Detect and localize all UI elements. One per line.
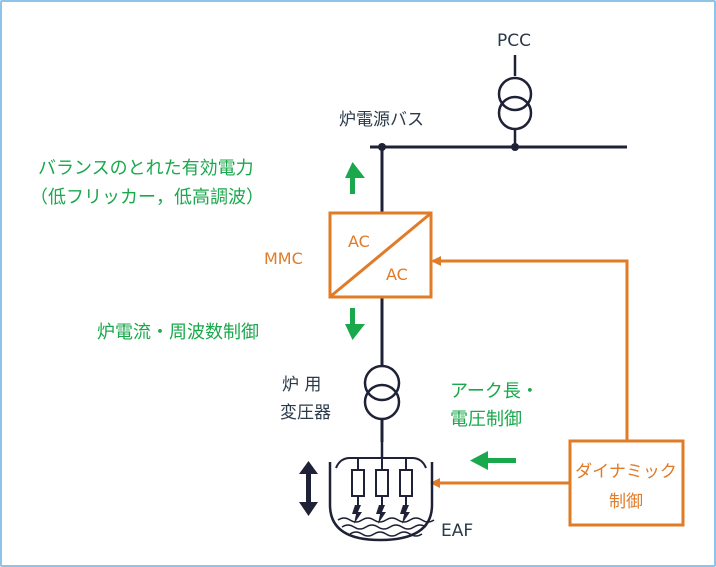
pcc-transformer bbox=[497, 55, 533, 147]
mmc-ac-top-label: AC bbox=[348, 232, 370, 251]
balanced-power-sub-label: （低フリッカー，低高調波） bbox=[30, 187, 264, 208]
arc-left-arrow-icon bbox=[470, 451, 516, 470]
arc-control-label-1: アーク長・ bbox=[450, 381, 539, 402]
current-frequency-control-label: 炉電流・周波数制御 bbox=[97, 322, 259, 343]
arc-control-label-2: 電圧制御 bbox=[450, 409, 522, 430]
eaf-furnace bbox=[328, 442, 435, 542]
mmc-ac-bottom-label: AC bbox=[386, 265, 408, 284]
bus-label: 炉電源バス bbox=[339, 110, 424, 130]
dynamic-control-box bbox=[568, 439, 685, 527]
mmc-label: MMC bbox=[264, 249, 303, 268]
electrode-updown-arrow-icon bbox=[299, 461, 318, 516]
furnace-transformer bbox=[363, 364, 401, 421]
dynamic-control-label-2: 制御 bbox=[609, 492, 643, 512]
balanced-power-label: バランスのとれた有効電力 bbox=[38, 158, 254, 179]
mmc-diagonal bbox=[330, 212, 431, 298]
current-down-arrow-icon bbox=[345, 308, 365, 340]
furnace-transformer-label-2: 変圧器 bbox=[280, 403, 331, 423]
pcc-label: PCC bbox=[497, 31, 531, 51]
dynamic-control-label-1: ダイナミック bbox=[575, 462, 677, 482]
power-up-arrow-icon bbox=[345, 162, 365, 194]
eaf-label: EAF bbox=[441, 521, 473, 541]
furnace-transformer-label-1: 炉 用 bbox=[282, 375, 321, 395]
control-line-to-mmc bbox=[431, 256, 629, 441]
